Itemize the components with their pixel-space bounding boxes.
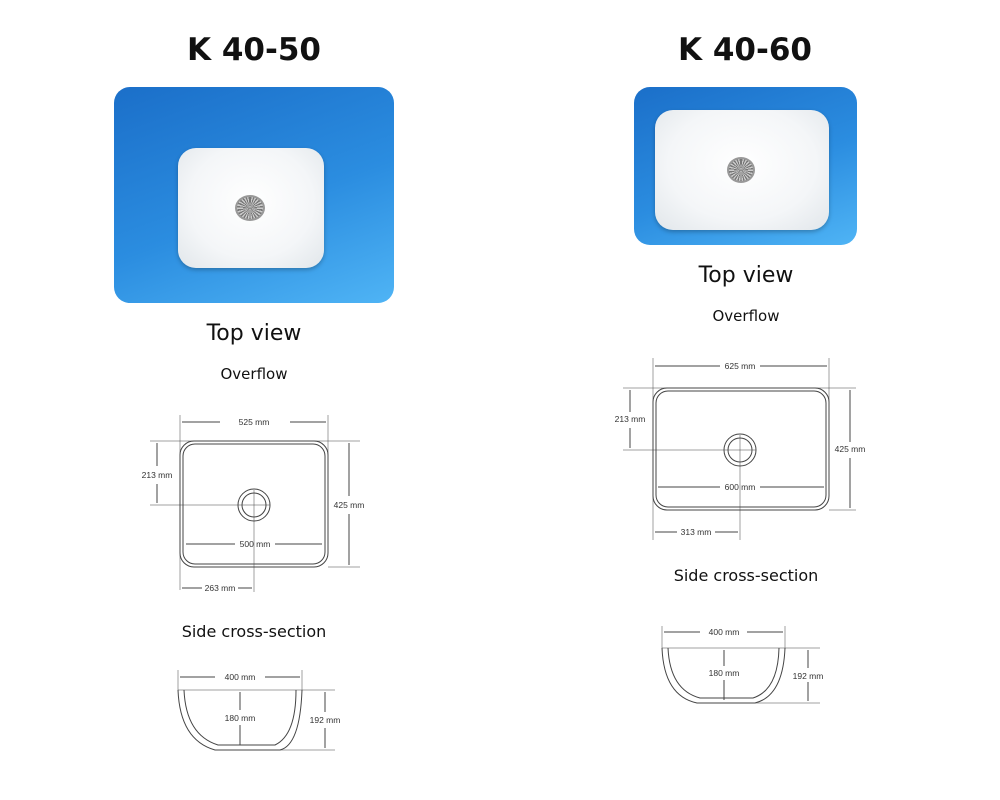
dim-depth: 425 mm (835, 444, 866, 454)
dim-overflow-offset: 213 mm (615, 414, 646, 424)
dim-overflow-offset: 213 mm (142, 470, 173, 480)
top-view-label: Top view (698, 263, 794, 288)
overflow-label: Overflow (712, 307, 780, 325)
dim-section-width: 400 mm (225, 672, 256, 682)
drain-icon (727, 157, 755, 183)
dim-inner-width: 500 mm (240, 539, 271, 549)
dim-outer-width: 625 mm (725, 361, 756, 371)
dim-outer-height: 192 mm (310, 715, 341, 725)
dim-inner-height: 180 mm (225, 713, 256, 723)
product-title: K 40-60 (678, 32, 812, 68)
dim-inner-width: 600 mm (725, 482, 756, 492)
cross-section-drawing: 400 mm 180 mm 192 mm (177, 670, 341, 751)
dim-depth: 425 mm (334, 500, 365, 510)
overflow-label: Overflow (220, 365, 288, 383)
dim-outer-height: 192 mm (793, 671, 824, 681)
cross-section-drawing: 400 mm 180 mm 192 mm (661, 626, 824, 704)
cross-section-label: Side cross-section (673, 566, 819, 585)
product-photo (114, 87, 394, 303)
cross-section-label: Side cross-section (181, 622, 327, 641)
top-view-label: Top view (206, 321, 302, 346)
dim-drain-offset: 263 mm (205, 583, 236, 593)
top-view-drawing: 525 mm 500 mm 213 mm 425 mm 263 mm (142, 415, 365, 593)
dim-outer-width: 525 mm (239, 417, 270, 427)
dim-inner-height: 180 mm (709, 668, 740, 678)
product-title: K 40-50 (187, 32, 321, 68)
top-view-drawing: 625 mm 600 mm 213 mm 425 mm 313 mm (615, 358, 866, 540)
dim-drain-offset: 313 mm (681, 527, 712, 537)
dim-section-width: 400 mm (709, 627, 740, 637)
product-photo (634, 87, 857, 245)
drain-icon (235, 195, 265, 221)
